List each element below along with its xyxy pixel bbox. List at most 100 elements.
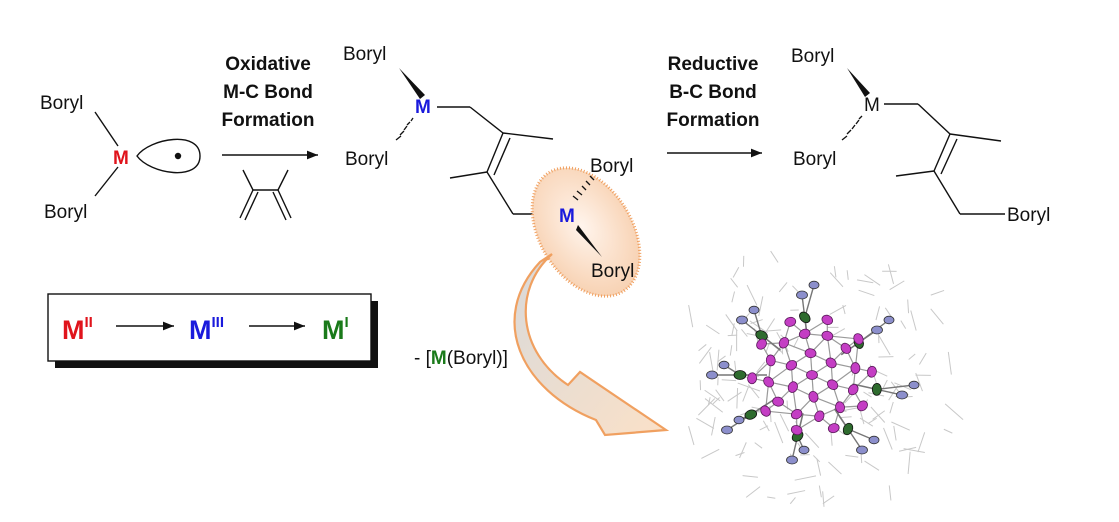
ligand-bond: [725, 314, 738, 332]
ligand-bond: [943, 428, 953, 434]
ligand-bond: [747, 384, 760, 399]
metal-atom: [808, 390, 819, 403]
ligand-bond: [864, 460, 880, 471]
nitrogen-atom: [896, 390, 908, 400]
nitrogen-atom: [868, 435, 880, 445]
metal-atom: [772, 396, 784, 407]
ligand-bond: [709, 352, 714, 375]
ligand-bond: [889, 401, 894, 414]
ligand-bond: [839, 416, 852, 419]
metal-atom: [763, 376, 775, 388]
ligand-bond: [856, 279, 874, 284]
ligand-bond: [742, 475, 758, 478]
nitrogen-atom: [786, 455, 798, 465]
ligand-bond: [900, 320, 907, 329]
metal-atom: [806, 370, 818, 380]
ligand-bond: [742, 386, 749, 402]
ligand-bond: [762, 420, 770, 432]
ligand-bond: [707, 397, 711, 406]
metal-m-ii: M: [113, 148, 129, 169]
ligand-bond: [918, 352, 927, 365]
ligand-bond: [863, 391, 872, 398]
ligand-bond: [704, 398, 724, 413]
m-i-label: MI: [322, 314, 349, 345]
metal-atom: [778, 337, 790, 349]
ligand-bond: [793, 338, 799, 348]
metal-atom: [840, 342, 852, 354]
svg-text:Formation: Formation: [222, 110, 315, 131]
ligand-bond: [765, 343, 770, 353]
metal-atom: [787, 381, 798, 393]
ligand-bond: [887, 264, 895, 284]
ligand-bond: [908, 353, 916, 360]
nitrogen-atom: [856, 445, 868, 455]
ligand-bond: [907, 299, 910, 314]
ligand-bond: [746, 284, 758, 306]
metal-atom: [835, 401, 845, 414]
ligand-bond: [701, 448, 720, 459]
ligand-bond: [833, 266, 837, 278]
release-label: - [M(Boryl)]: [414, 348, 508, 369]
ligand-bond: [705, 324, 720, 335]
ligand-bond: [779, 413, 790, 432]
boryl-bond: [804, 284, 815, 318]
radical-orbital: [136, 138, 201, 174]
ligand-bond: [688, 426, 695, 446]
ligand-bond: [930, 308, 944, 325]
departing-m-boryl: Boryl M Boryl: [559, 156, 634, 282]
ligand-bond: [716, 349, 720, 371]
ligand-bond: [727, 334, 738, 337]
boryl-label: Boryl: [1007, 205, 1050, 226]
metal-atom: [798, 328, 811, 339]
oxidation-state-box: MII MIII MI: [47, 293, 378, 368]
ligand-bond: [822, 495, 835, 505]
metal-atom: [784, 316, 797, 327]
boryl-label: Boryl: [345, 149, 388, 170]
ligand-bond: [832, 328, 846, 336]
ligand-bond: [769, 405, 772, 423]
ligand-bond: [930, 289, 945, 296]
boron-atom: [871, 383, 882, 396]
radical-dot: [174, 152, 182, 160]
metal-atom: [821, 314, 834, 325]
nitrogen-atom: [796, 290, 808, 300]
ligand-bond: [878, 335, 891, 356]
ligand-bond: [739, 442, 747, 459]
ligand-bond: [805, 432, 820, 449]
cluster-crystal-structure: [688, 250, 964, 507]
ligand-bond: [745, 486, 761, 498]
ligand-bond: [812, 455, 821, 463]
metal-m-iii: M: [559, 206, 575, 227]
ligand-bond: [736, 388, 739, 409]
ligand-bond: [778, 282, 788, 293]
ligand-bond: [774, 421, 784, 444]
metal-atom: [850, 362, 861, 374]
ligand-bond: [864, 274, 881, 286]
metal-atom: [825, 357, 837, 369]
ligand-bond: [829, 272, 844, 288]
nitrogen-atom: [733, 415, 745, 425]
ligand-bond: [698, 346, 712, 364]
ligand-bond: [698, 344, 707, 352]
svg-text:Formation: Formation: [667, 110, 760, 131]
metal-atom: [827, 379, 839, 390]
ligand-bond: [789, 497, 796, 505]
ligand-bond: [711, 416, 716, 436]
m-iii-complex: Boryl M Boryl: [343, 44, 555, 215]
ligand-bond: [947, 351, 952, 375]
metal-atom: [760, 405, 771, 417]
boron-atom: [733, 370, 747, 380]
ligand-bond: [717, 355, 726, 363]
ligand-bond: [917, 432, 926, 453]
ligand-bond: [875, 306, 881, 321]
ligand-bond: [715, 389, 725, 402]
ligand-bond: [822, 491, 825, 507]
ligand-bond: [787, 490, 806, 495]
metal-atom: [857, 400, 868, 412]
ligand-bond: [910, 310, 917, 331]
svg-text:M-C Bond: M-C Bond: [223, 82, 313, 103]
ligand-bond: [698, 398, 716, 416]
ligand-bond: [899, 446, 917, 452]
metal-atom: [785, 360, 798, 371]
nitrogen-atom: [798, 445, 810, 455]
